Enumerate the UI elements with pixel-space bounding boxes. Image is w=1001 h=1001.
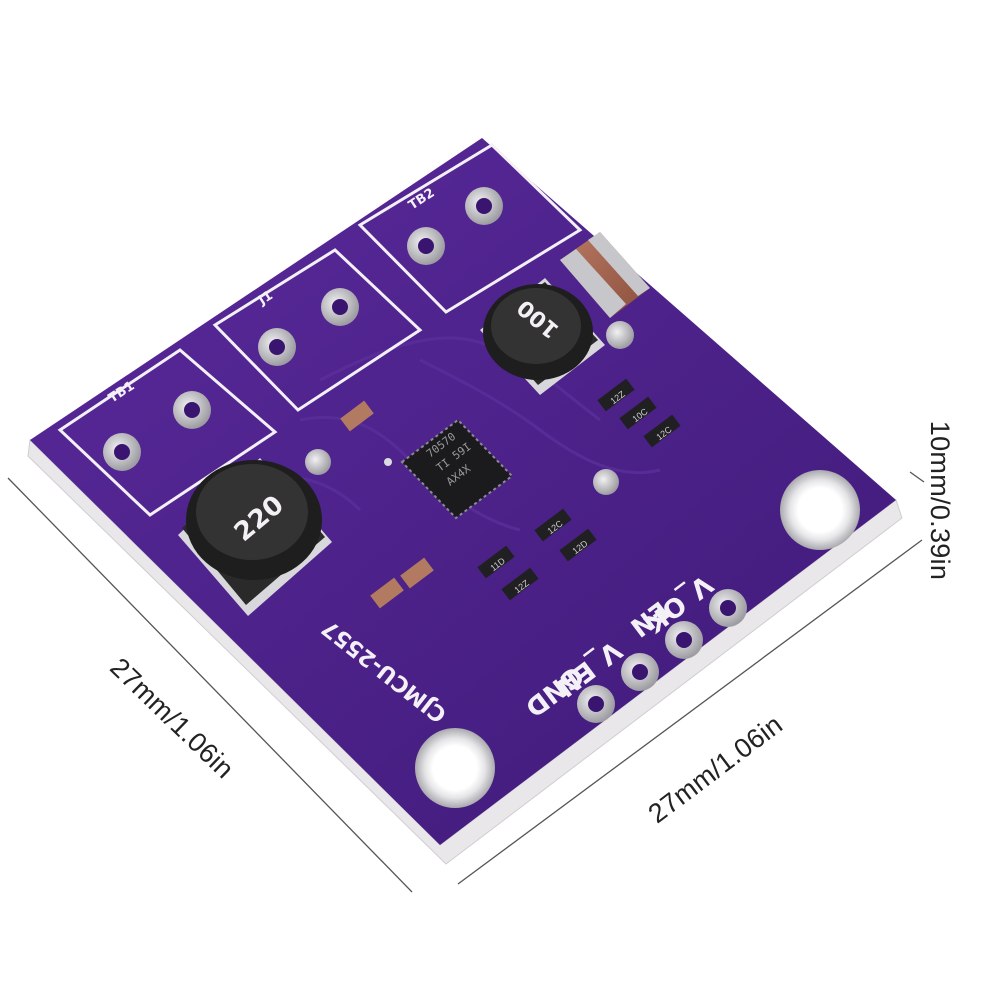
capacitor (560, 232, 650, 318)
inductor-left: 220 (178, 458, 332, 616)
connector-pads (103, 187, 503, 471)
header-pins (577, 589, 747, 723)
connector-outlines (57, 143, 583, 517)
smd-capacitors (340, 400, 434, 609)
main-ic: 70570 TI 59I AX4X (400, 418, 514, 520)
connector-label-j1: J1 (255, 288, 276, 309)
mounting-holes (415, 470, 860, 808)
mounting-hole-icon (780, 470, 860, 550)
inductor-right: 100 (480, 278, 605, 395)
dimension-line-thickness (909, 471, 925, 483)
dimension-label-thickness: 10mm/0.39in (925, 420, 956, 581)
resistors: 12C 12D 11D 12Z 12Z 10C 12C (477, 378, 681, 601)
dimension-line-bottom (457, 539, 923, 885)
dimension-line-left (7, 477, 413, 893)
solder-joints (305, 321, 634, 495)
mounting-hole-icon (415, 728, 495, 808)
